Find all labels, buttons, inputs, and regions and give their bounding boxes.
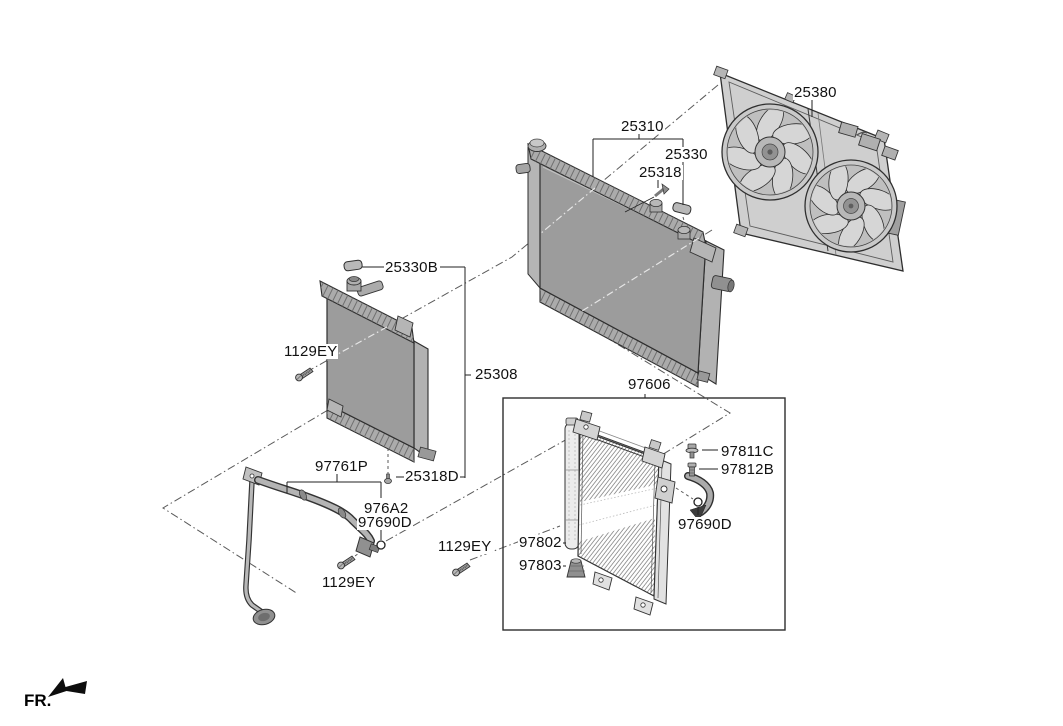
callout-97811c[interactable]: 97811C (720, 443, 775, 460)
callout-97812b[interactable]: 97812B (720, 461, 775, 478)
bolt-1129ey-c-drawing (452, 562, 471, 577)
callout-25330[interactable]: 25330 (664, 146, 709, 163)
fr-orientation-label: FR. (24, 691, 52, 710)
plug-97803-drawing (566, 558, 586, 578)
condenser-97606-drawing (564, 410, 676, 616)
bolt-1129ey-a-drawing (295, 367, 314, 382)
callout-97802[interactable]: 97802 (518, 534, 563, 551)
bolt-1129ey-b-drawing (337, 555, 356, 570)
callout-1129ey-c[interactable]: 1129EY (437, 538, 493, 555)
radiator-25310-drawing (515, 138, 735, 388)
cooling-fan-assembly-drawing (713, 65, 906, 272)
callout-97690d-pipe[interactable]: 97690D (357, 514, 413, 531)
callout-97803[interactable]: 97803 (518, 557, 563, 574)
callout-25308[interactable]: 25308 (474, 366, 519, 383)
callout-97761p[interactable]: 97761P (314, 458, 369, 475)
callout-25318[interactable]: 25318 (638, 164, 683, 181)
bolt-25318d-drawing (384, 473, 392, 484)
callout-25330b[interactable]: 25330B (384, 259, 439, 276)
bolt-25318-drawing (654, 183, 670, 198)
callout-25310[interactable]: 25310 (620, 118, 665, 135)
callout-25318d[interactable]: 25318D (404, 468, 460, 485)
radiator-25308-drawing (319, 276, 437, 463)
oring-97690d-drawing (693, 497, 703, 507)
condenser-group-box (502, 397, 786, 631)
hose-97761p-drawing (242, 466, 381, 626)
callout-1129ey-b[interactable]: 1129EY (321, 574, 377, 591)
stud-97812b-drawing (687, 462, 697, 477)
callout-25380[interactable]: 25380 (793, 84, 838, 101)
cap-25330b-drawing (343, 259, 363, 272)
cap-25330-drawing (672, 202, 692, 215)
oring-976a2-drawing (376, 540, 386, 550)
bolt-97811c-drawing (685, 443, 699, 459)
callout-97690d-cond[interactable]: 97690D (677, 516, 733, 533)
callout-1129ey-a[interactable]: 1129EY (283, 343, 339, 360)
fr-direction-arrow-icon (48, 678, 87, 697)
callout-97606[interactable]: 97606 (627, 376, 672, 393)
callout-leader-lines (286, 100, 813, 567)
callout-976a2[interactable]: 976A2 (363, 500, 410, 517)
